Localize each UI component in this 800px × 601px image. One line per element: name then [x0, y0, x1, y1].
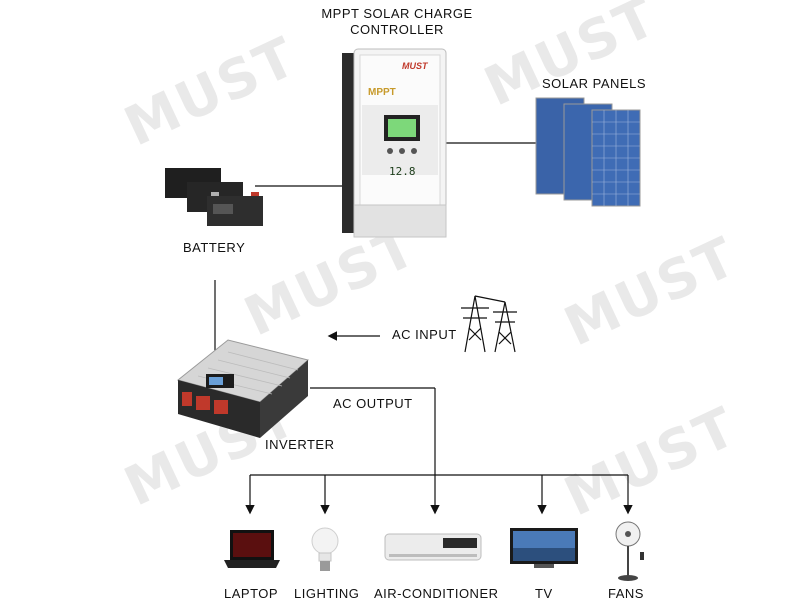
batteries: [163, 162, 263, 232]
ac-input-label: AC INPUT: [392, 327, 457, 342]
load-label-laptop: LAPTOP: [224, 586, 279, 601]
lightbulb-illustration: [311, 527, 339, 571]
power-pylons: [455, 292, 525, 354]
ac-output-label: AC OUTPUT: [333, 396, 413, 411]
solar-panels-illustration: [535, 97, 641, 207]
tv-icon: [508, 526, 580, 577]
fan-illustration: [615, 521, 644, 581]
load-label-air-conditioner: AIR-CONDITIONER: [374, 586, 499, 601]
fan-icon: [606, 520, 650, 587]
solar-panels-label: SOLAR PANELS: [542, 76, 647, 91]
inverter-label: INVERTER: [265, 437, 335, 452]
tv-illustration: [510, 528, 578, 568]
load-label-tv: TV: [535, 586, 553, 601]
inverter-illustration: [176, 339, 310, 438]
laptop-illustration: [224, 530, 280, 568]
load-label-fans: FANS: [608, 586, 644, 601]
mppt-controller-illustration: [342, 48, 447, 238]
solar-panels: [532, 96, 650, 208]
controller-lcd-readout: 12.8: [389, 165, 416, 178]
lightbulb-icon: [310, 524, 340, 581]
batteries-illustration: [165, 168, 263, 226]
controller-brand: MUST: [402, 61, 428, 71]
controller-title-line1: MPPT SOLAR CHARGE: [321, 6, 473, 21]
air-conditioner-icon: [383, 530, 483, 571]
power-pylons-illustration: [461, 295, 517, 353]
air-conditioner-illustration: [384, 533, 482, 561]
laptop-icon: [222, 526, 282, 577]
mppt-controller: MUST MPPT 12.8: [340, 45, 448, 240]
controller-title-line2: CONTROLLER: [350, 22, 444, 37]
controller-title: MPPT SOLAR CHARGE CONTROLLER: [312, 6, 482, 38]
battery-label: BATTERY: [183, 240, 246, 255]
controller-model: MPPT: [368, 87, 396, 98]
load-label-lighting: LIGHTING: [294, 586, 360, 601]
inverter: [168, 330, 318, 440]
